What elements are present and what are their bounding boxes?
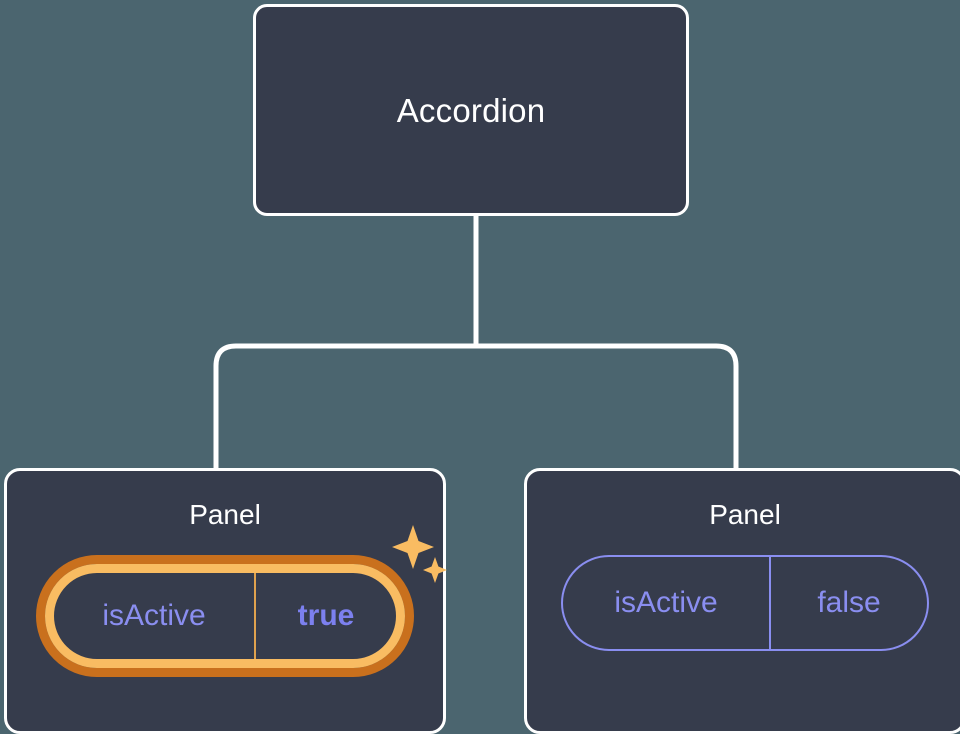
prop-pill-inner: isActive true: [54, 573, 396, 659]
prop-pill-wrapper-active: isActive true: [7, 525, 447, 677]
node-panel-active-title: Panel: [189, 499, 261, 530]
prop-value: false: [817, 586, 881, 619]
node-accordion[interactable]: Accordion: [253, 4, 689, 216]
prop-pill-isactive-true[interactable]: isActive true: [36, 555, 414, 677]
node-panel-inactive-title: Panel: [709, 499, 781, 530]
prop-value: true: [297, 599, 355, 632]
prop-pill-isactive-false[interactable]: isActive false: [561, 555, 929, 651]
prop-key: isActive: [614, 586, 718, 619]
node-panel-inactive[interactable]: Panel isActive false: [524, 468, 960, 734]
node-accordion-title: Accordion: [396, 91, 546, 129]
prop-pill-wrapper-inactive: isActive false: [527, 555, 960, 651]
node-panel-active[interactable]: Panel isActive true: [4, 468, 447, 734]
prop-key: isActive: [102, 599, 206, 632]
prop-divider: [254, 573, 256, 659]
prop-divider: [769, 557, 771, 649]
